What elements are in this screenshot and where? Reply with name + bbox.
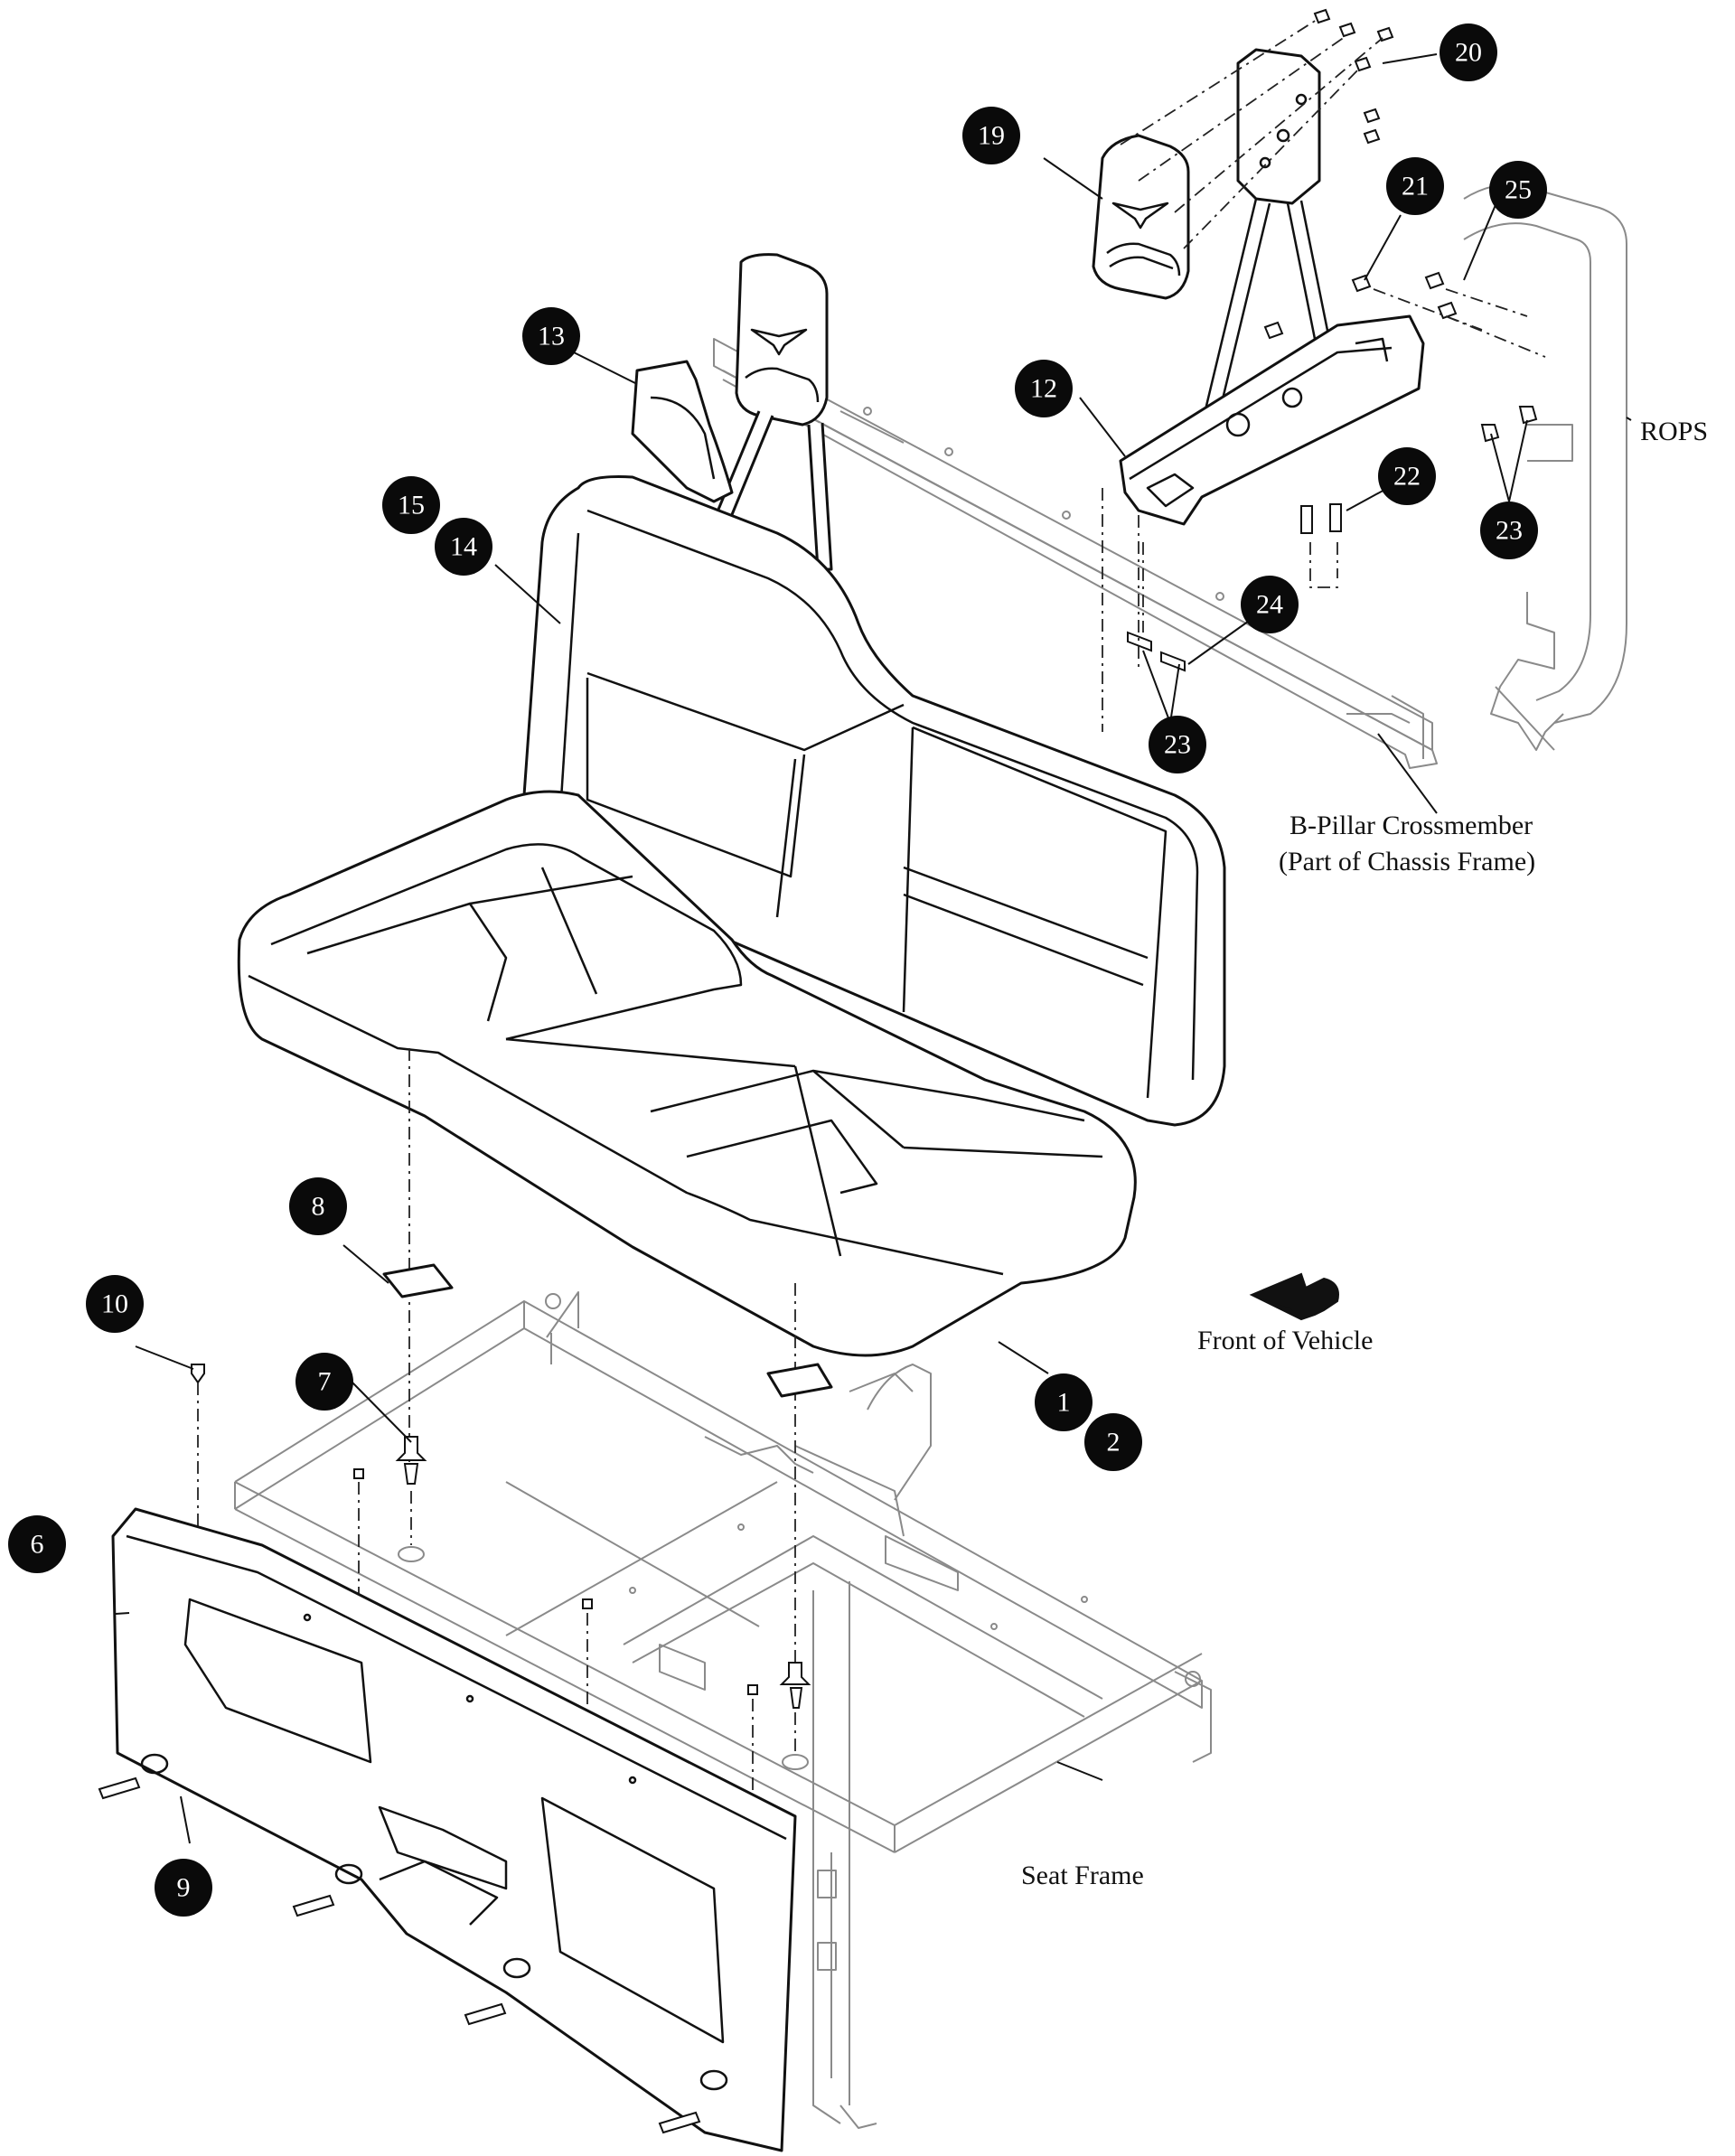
callout-10: 10	[86, 1275, 144, 1333]
screws-9	[98, 1776, 701, 2134]
svg-text:13: 13	[538, 322, 565, 352]
callout-15: 15	[382, 476, 440, 534]
b-pillar-crossmember	[713, 338, 1438, 769]
seat-back-bracket-12	[1119, 314, 1425, 526]
callout-7: 7	[295, 1353, 353, 1411]
callout-19: 19	[962, 107, 1020, 164]
svg-text:22: 22	[1393, 462, 1421, 492]
callout-20: 20	[1440, 23, 1497, 81]
label-b-pillar-line2: (Part of Chassis Frame)	[1279, 847, 1535, 876]
bolts-20	[1120, 8, 1394, 249]
front-direction-arrow-icon	[1249, 1272, 1339, 1321]
svg-text:6: 6	[31, 1530, 44, 1560]
seat-pads-8	[382, 1263, 833, 1398]
svg-text:14: 14	[450, 532, 477, 562]
callout-22: 22	[1378, 447, 1436, 505]
svg-text:7: 7	[318, 1367, 332, 1397]
svg-text:24: 24	[1256, 590, 1283, 620]
label-seat-frame: Seat Frame	[1021, 1861, 1144, 1890]
armrest-bracket-13	[631, 360, 734, 503]
svg-text:9: 9	[177, 1873, 191, 1903]
svg-text:23: 23	[1164, 730, 1191, 760]
label-front-of-vehicle: Front of Vehicle	[1197, 1326, 1373, 1355]
callout-2: 2	[1084, 1413, 1142, 1471]
leader-lines	[115, 53, 1632, 1844]
wing-emblem-icon	[1111, 202, 1169, 230]
seat-back-14	[522, 475, 1226, 1127]
callout-1: 1	[1035, 1373, 1093, 1431]
seat-frame	[234, 1291, 1212, 2129]
svg-text:23: 23	[1496, 516, 1523, 546]
callout-8: 8	[289, 1177, 347, 1235]
callout-23-lower: 23	[1149, 716, 1206, 773]
mounting-studs-7	[353, 1436, 811, 1807]
headrest-cushion-19	[1092, 134, 1190, 300]
svg-text:2: 2	[1107, 1428, 1121, 1458]
callout-25: 25	[1489, 161, 1547, 219]
label-rops: ROPS	[1640, 417, 1708, 446]
clip-10	[191, 1364, 205, 1536]
callout-13: 13	[522, 307, 580, 365]
svg-text:25: 25	[1505, 175, 1532, 205]
svg-text:12: 12	[1030, 374, 1057, 404]
callout-23-upper: 23	[1480, 502, 1538, 559]
callout-14: 14	[435, 518, 492, 576]
svg-text:20: 20	[1455, 38, 1482, 68]
svg-text:10: 10	[101, 1289, 128, 1319]
svg-text:8: 8	[312, 1192, 325, 1222]
front-panel-6	[111, 1507, 797, 2152]
svg-text:1: 1	[1057, 1388, 1071, 1418]
callout-24: 24	[1241, 576, 1299, 633]
svg-text:15: 15	[398, 491, 425, 520]
label-b-pillar-line1: B-Pillar Crossmember	[1290, 811, 1533, 840]
wing-emblem-icon	[750, 328, 808, 356]
seat-mount-centerlines	[408, 1048, 796, 1663]
seat-bottom-1	[237, 790, 1137, 1357]
callout-9: 9	[155, 1859, 212, 1917]
callout-21: 21	[1386, 157, 1444, 215]
callout-12: 12	[1015, 360, 1073, 417]
callout-6: 6	[8, 1515, 66, 1573]
svg-text:21: 21	[1402, 172, 1429, 202]
svg-text:19: 19	[978, 121, 1005, 151]
rops-tube	[1463, 183, 1627, 751]
